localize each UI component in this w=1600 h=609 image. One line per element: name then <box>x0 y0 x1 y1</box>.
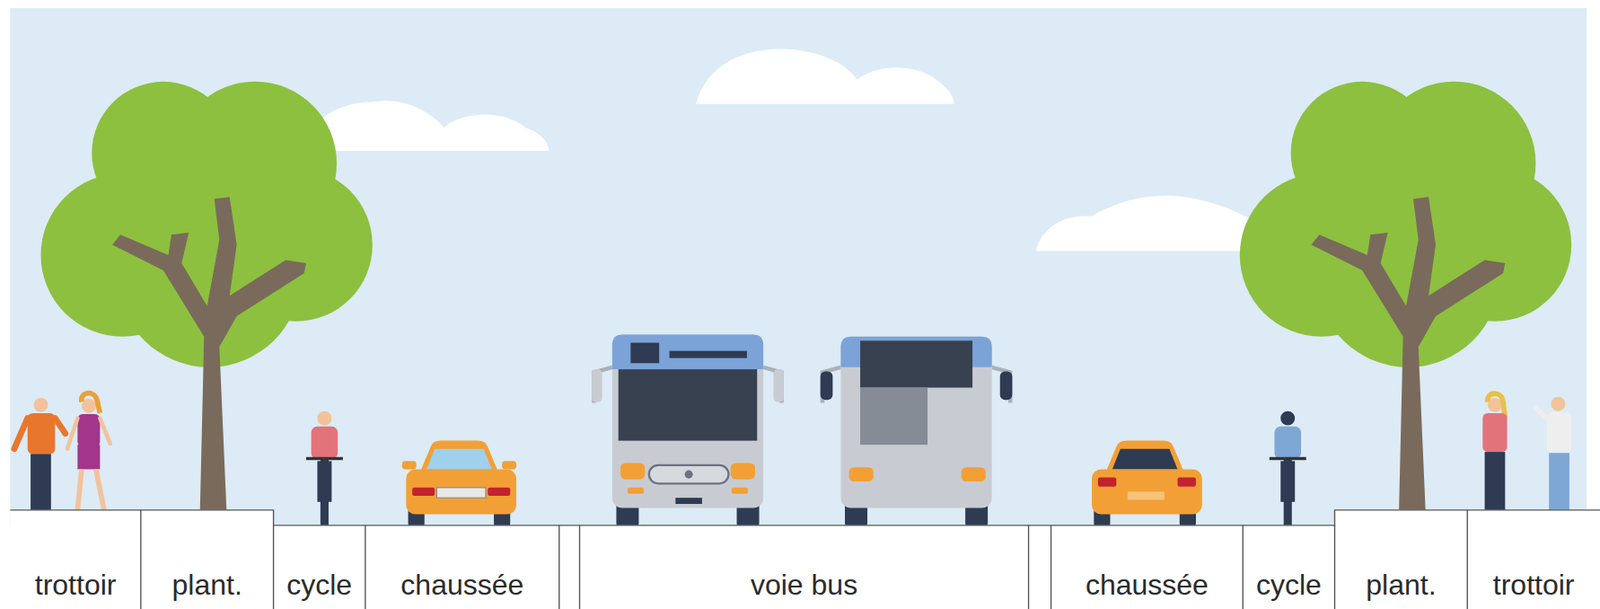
lane-label: chaussée <box>400 570 524 599</box>
cyclist <box>306 411 343 526</box>
cyclist <box>1269 411 1307 526</box>
car <box>1091 440 1203 529</box>
pedestrians <box>1482 393 1572 510</box>
lane-label: voie bus <box>750 570 858 599</box>
pedestrians <box>14 393 111 510</box>
clouds <box>304 49 1261 252</box>
tree <box>1239 81 1572 510</box>
lane-label: cycle <box>1256 570 1322 599</box>
lane-label: plant. <box>172 570 243 599</box>
bus <box>591 334 784 529</box>
tree <box>40 81 372 510</box>
sky <box>9 8 1587 526</box>
lane-label: trottoir <box>1493 570 1575 599</box>
lane-label: chaussée <box>1085 570 1209 599</box>
lane-label: trottoir <box>35 570 117 599</box>
car <box>402 440 517 529</box>
street-profile <box>9 509 1600 609</box>
lane-label: plant. <box>1365 570 1436 599</box>
lane-label: cycle <box>286 570 352 599</box>
bus <box>820 336 1013 529</box>
